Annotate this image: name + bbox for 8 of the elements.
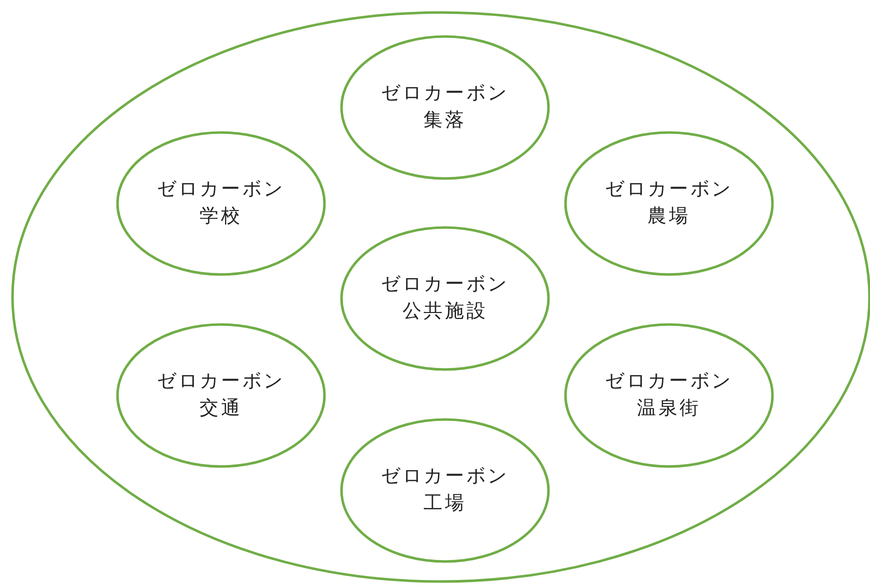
- zone-ellipse: [11, 11, 870, 583]
- circle-node: ゼロカーボン集落: [340, 34, 550, 180]
- circle-node: ゼロカーボン温泉街: [564, 322, 774, 468]
- circle-node: ゼロカーボン学校: [116, 130, 326, 276]
- circle-node: ゼロカーボン交通: [116, 322, 326, 468]
- circle-node: ゼロカーボン公共施設: [340, 226, 550, 370]
- circle-node: ゼロカーボン工場: [340, 418, 550, 562]
- circle-node: ゼロカーボン農場: [564, 130, 774, 276]
